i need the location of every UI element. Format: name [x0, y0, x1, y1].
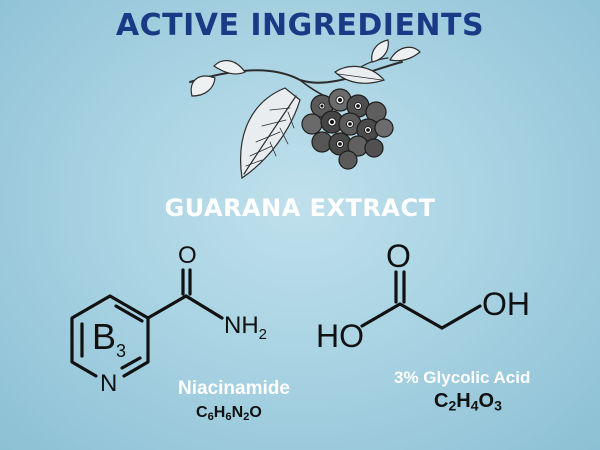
- glycolic-name: 3% Glycolic Acid: [394, 368, 531, 387]
- niacinamide-nitrogen: N: [100, 370, 118, 397]
- glycolic-formula-element-o: O: [478, 390, 495, 412]
- vitamin-subscript: 3: [116, 341, 127, 362]
- niacinamide-formula-count-h: 6: [225, 410, 232, 423]
- page-title: ACTIVE INGREDIENTS: [115, 8, 485, 43]
- glycolic-formula: C2H4O3: [434, 390, 502, 414]
- glycolic-hydroxyl-right: OH: [482, 286, 530, 322]
- ingredient-heading: GUARANA EXTRACT: [164, 194, 436, 222]
- niacinamide-ring: [70, 294, 150, 378]
- glycolic-formula-count-c: 2: [448, 397, 457, 414]
- niacinamide-formula-count-n: 2: [243, 410, 250, 423]
- glycolic-formula-element-h: H: [456, 390, 471, 412]
- niacinamide-formula-element-c: C: [196, 404, 208, 421]
- niacinamide-formula: C6H6N2O: [196, 404, 262, 423]
- niacinamide-formula-count-c: 6: [207, 410, 214, 423]
- glycolic-hydroxyl-left: HO: [316, 318, 364, 354]
- vitamin-label: B3: [92, 316, 127, 362]
- niacinamide-formula-element-o: O: [249, 404, 262, 421]
- glycolic-oxygen: O: [386, 238, 411, 274]
- niacinamide-formula-element-n: N: [231, 404, 244, 421]
- glycolic-formula-element-c: C: [434, 390, 449, 412]
- glycolic-formula-count-h: 4: [470, 397, 479, 414]
- niacinamide-amine: NH2: [224, 312, 268, 343]
- niacinamide-name: Niacinamide: [178, 378, 290, 399]
- glycolic-formula-count-o: 3: [494, 397, 502, 414]
- niacinamide-oxygen: O: [178, 242, 197, 269]
- niacinamide-formula-element-h: H: [213, 404, 226, 421]
